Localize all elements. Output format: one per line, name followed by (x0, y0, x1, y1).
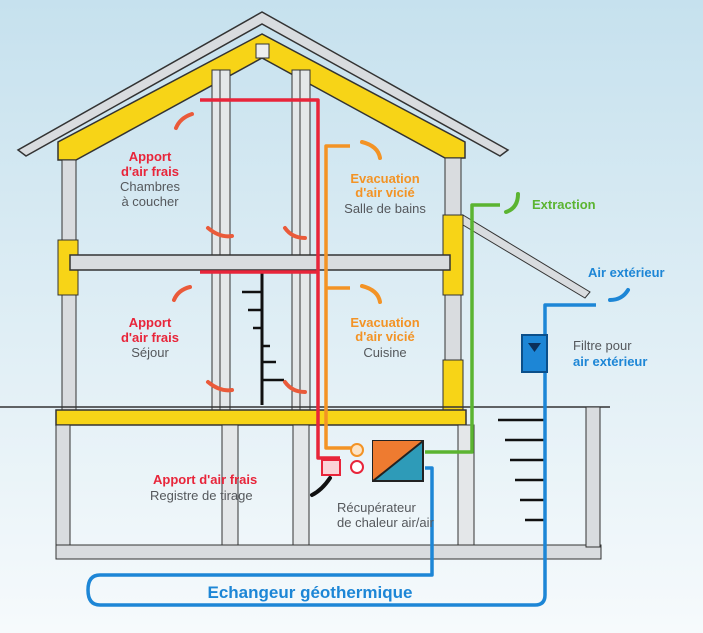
supply-duct (200, 98, 340, 460)
supply-arrow-icon (283, 380, 307, 394)
room-bedrooms: Chambres (120, 179, 180, 194)
supply-bedrooms-title: Apport (129, 149, 172, 164)
supply-living-title-2: d'air frais (121, 330, 179, 345)
floor-insulation (55, 409, 467, 426)
exhaust-fan-icon (350, 443, 364, 457)
supply-arrow-icon (206, 226, 234, 239)
supply-arrow-icon (283, 226, 307, 240)
outdoor-filter-icon (521, 334, 548, 373)
outside-air-label: Air extérieur (588, 265, 665, 280)
geothermal-label: Echangeur géothermique (208, 583, 413, 602)
supply-bedrooms-title-2: d'air frais (121, 164, 179, 179)
exhaust-kitchen-title-2: d'air vicié (355, 329, 414, 344)
geothermal-loop (86, 303, 596, 607)
outside-air-arrow-icon (608, 288, 630, 302)
room-bedrooms-2: à coucher (121, 194, 179, 209)
room-living: Séjour (131, 345, 169, 360)
extraction-duct (425, 203, 500, 454)
exhaust-duct (324, 144, 360, 450)
pointer-arrow-icon (310, 476, 332, 497)
filter-label: Filtre pour (573, 338, 632, 353)
supply-fan-icon (350, 460, 364, 474)
filter-label-2: air extérieur (573, 354, 647, 369)
draft-register-title: Apport d'air frais (153, 472, 257, 487)
extraction-arrow-icon (504, 192, 520, 214)
exhaust-arrow-icon (360, 140, 382, 160)
exhaust-bath-title-2: d'air vicié (355, 185, 414, 200)
exhaust-kitchen-title: Evacuation (350, 315, 419, 330)
heat-recovery-unit (372, 440, 424, 482)
house-structure (0, 11, 610, 560)
room-kitchen: Cuisine (363, 345, 406, 360)
draft-register-icon (321, 459, 341, 476)
supply-living-title: Apport (129, 315, 172, 330)
exhaust-bath-title: Evacuation (350, 171, 419, 186)
room-bathroom: Salle de bains (344, 201, 426, 216)
supply-arrow-icon (174, 112, 194, 130)
recuperator-label-2: de chaleur air/air (337, 515, 434, 530)
supply-arrow-icon (206, 380, 234, 393)
recuperator-label: Récupérateur (337, 500, 416, 515)
exhaust-arrow-icon (360, 284, 382, 304)
supply-arrow-icon (172, 285, 192, 302)
draft-register-sub: Registre de tirage (150, 488, 253, 503)
extraction-label: Extraction (532, 197, 596, 212)
